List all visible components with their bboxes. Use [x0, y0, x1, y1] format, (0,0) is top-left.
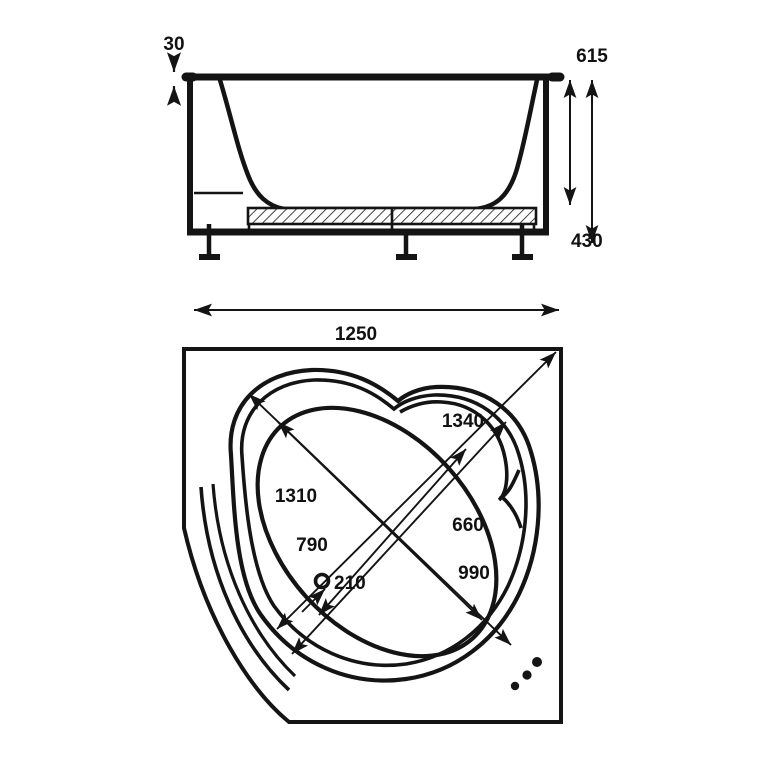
bath-footprint-outline	[182, 347, 563, 724]
dimension-overall-width: 1250	[194, 303, 559, 345]
dimension-rim-thickness-label: 30	[163, 34, 184, 55]
dimension-rim-thickness: 30	[163, 34, 185, 106]
tub-wall-right-inner	[472, 77, 540, 212]
dimension-overall-height-label: 615	[576, 46, 608, 67]
jet-port-1-icon	[532, 657, 542, 667]
dimension-bowl-major-label: 1310	[275, 486, 317, 507]
side-elevation-view: 30 430 615	[163, 34, 608, 260]
plan-view: 1250 1340	[182, 303, 563, 724]
drain-outlet-icon	[313, 572, 331, 590]
dimension-drain-offset: 210	[301, 573, 366, 613]
dimension-overall-height: 615	[576, 46, 608, 243]
apron-sweep-outer	[199, 486, 291, 692]
dimension-bowl-inner-minor-label: 990	[458, 563, 490, 584]
dimension-bowl-inner-minor: 990	[291, 421, 507, 655]
dimension-bowl-inner-major-label: 790	[296, 535, 328, 556]
tub-wall-left-inner	[217, 77, 287, 212]
dimension-drain-offset-label: 210	[334, 573, 366, 594]
frame-rails	[247, 224, 536, 232]
support-frame	[246, 206, 538, 226]
adjustable-foot-center	[396, 232, 417, 260]
apron-sweep-inner	[211, 483, 297, 678]
dimension-diagonal-overall-label: 1340	[442, 411, 484, 432]
jet-port-3-icon	[510, 681, 520, 691]
adjustable-foot-left	[199, 224, 220, 260]
dimension-tub-depth-label: 430	[571, 231, 603, 252]
dimension-bowl-minor-label: 660	[452, 515, 484, 536]
dimension-overall-width-label: 1250	[335, 324, 377, 345]
jet-port-2-icon	[522, 670, 532, 680]
adjustable-foot-right	[512, 224, 533, 260]
